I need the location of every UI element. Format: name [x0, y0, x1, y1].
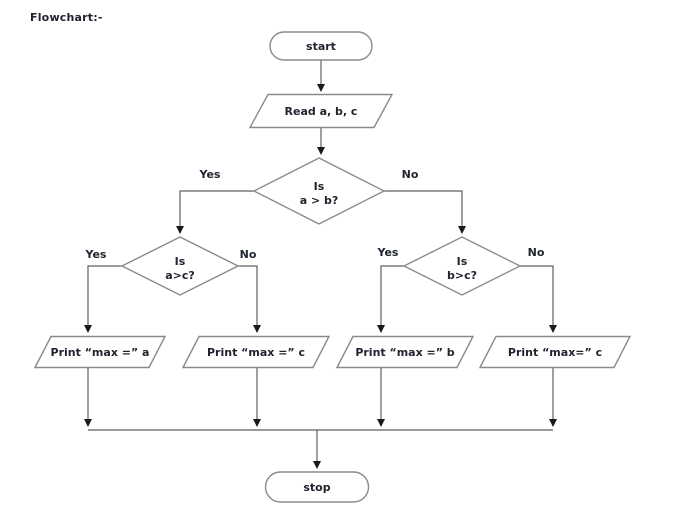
branch-is-a-gt-b-yes-label: Yes: [199, 168, 221, 181]
print-max-a-shape: [33, 335, 167, 369]
branch-is-a-gt-c-no-label: No: [240, 248, 257, 261]
node-print-max-a: Print “max =” a: [33, 335, 167, 369]
is-a-gt-c-shape: [120, 236, 240, 296]
node-start: start: [269, 31, 373, 61]
print-max-c2-shape: [478, 335, 632, 369]
branch-is-b-gt-c-yes-label: Yes: [377, 246, 399, 259]
edge-is-b-gt-c-yes: [377, 265, 404, 333]
edge-is-a-gt-b-yes: [176, 190, 254, 234]
edge-is-a-gt-c-no: [238, 265, 261, 333]
print-max-c1-shape: [181, 335, 331, 369]
branch-is-a-gt-c-yes-label: Yes: [85, 248, 107, 261]
print-max-c2-label: Print “max=” c: [508, 346, 602, 359]
node-print-max-c1: Print “max =” c: [181, 335, 331, 369]
edge-is-a-gt-c-yes: [84, 265, 122, 333]
print-max-a-label: Print “max =” a: [51, 346, 150, 359]
stop-label: stop: [303, 481, 330, 494]
branch-is-a-gt-b-no-label: No: [402, 168, 419, 181]
print-max-b-label: Print “max =” b: [355, 346, 454, 359]
stop-shape: [264, 471, 370, 503]
print-max-b-shape: [335, 335, 475, 369]
node-read: Read a, b, c: [248, 93, 394, 129]
read-label: Read a, b, c: [285, 105, 358, 118]
node-print-max-b: Print “max =” b: [335, 335, 475, 369]
print-max-c1-label: Print “max =” c: [207, 346, 305, 359]
page-title: Flowchart:-: [30, 11, 103, 24]
is-b-gt-c-shape: [402, 236, 522, 296]
branch-is-b-gt-c-no-label: No: [528, 246, 545, 259]
edge-is-b-gt-c-no: [520, 265, 557, 333]
is-a-gt-b-shape: [252, 157, 386, 225]
node-stop: stop: [264, 471, 370, 503]
start-label: start: [306, 40, 336, 53]
edge-is-a-gt-b-no: [384, 190, 466, 234]
read-shape: [248, 93, 394, 129]
start-shape: [269, 31, 373, 61]
node-print-max-c2: Print “max=” c: [478, 335, 632, 369]
